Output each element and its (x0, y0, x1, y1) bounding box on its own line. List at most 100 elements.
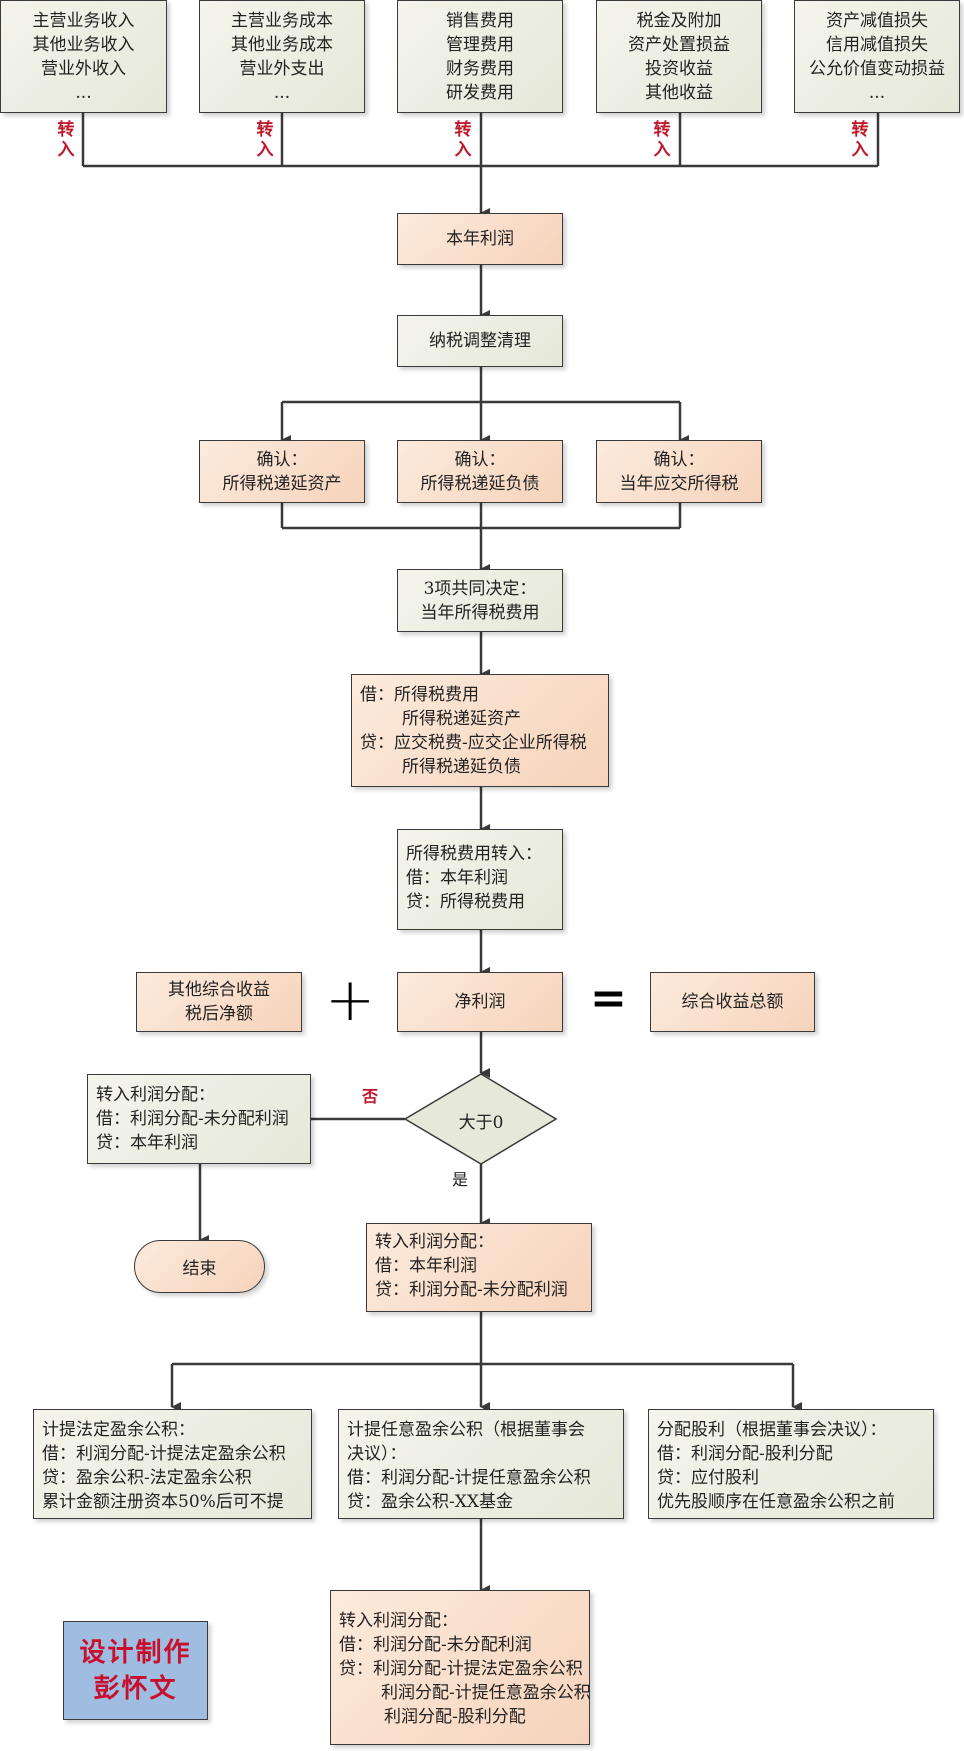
no-branch-label: 否 (362, 1087, 379, 1106)
entry-line: 贷：本年利润 (96, 1133, 198, 1153)
box-line: 营业外收入 (41, 58, 126, 79)
box-line: 当年所得税费用 (420, 602, 540, 623)
credit-line: 设计制作 (79, 1637, 192, 1668)
box-line: 确认： (454, 449, 506, 470)
label-char: 入 (454, 140, 472, 160)
label-char: 入 (256, 140, 274, 160)
entry-line: 所得税递延负债 (402, 757, 521, 777)
box-line: 主营业务收入 (32, 10, 135, 31)
label-char: 转 (653, 120, 671, 140)
profit-transfer-box: 转入利润分配： 借：本年利润 贷：利润分配-未分配利润 (366, 1223, 592, 1312)
box-line: 当年应交所得税 (619, 473, 739, 494)
entry-line: 计提任意盈余公积（根据董事会 (347, 1420, 585, 1440)
box-line: ... (273, 82, 291, 103)
box-line: 3项共同决定： (423, 578, 537, 599)
box-line: 主营业务成本 (231, 10, 333, 31)
end-terminal: 结束 (134, 1240, 265, 1293)
entry-line: 贷：利润分配-计提法定盈余公积 (339, 1659, 583, 1679)
box-line: 其他业务收入 (32, 34, 135, 55)
box-line: 营业外支出 (239, 58, 325, 79)
label-char: 转 (57, 120, 75, 140)
box-line: 所得税递延负债 (420, 473, 540, 494)
current-year-profit-box: 本年利润 (397, 213, 563, 265)
entry-line: 借：本年利润 (375, 1256, 477, 1276)
total-comprehensive-income-box: 综合收益总额 (650, 972, 815, 1032)
box-line: 信用减值损失 (826, 34, 928, 55)
entry-line: 借：所得税费用 (360, 685, 479, 705)
confirm-deferred-tax-liability-box: 确认： 所得税递延负债 (397, 440, 563, 503)
statutory-surplus-reserve-box: 计提法定盈余公积： 借：利润分配-计提法定盈余公积 贷：盈余公积-法定盈余公积 … (33, 1409, 312, 1519)
loss-transfer-box: 转入利润分配： 借：利润分配-未分配利润 贷：本年利润 (87, 1074, 311, 1164)
box-line: 确认： (256, 449, 308, 470)
entry-line: 借：利润分配-未分配利润 (339, 1635, 532, 1655)
box-line: 其他业务成本 (231, 34, 333, 55)
entry-line: 借：利润分配-未分配利润 (96, 1109, 289, 1129)
label-char: 转 (454, 120, 472, 140)
final-transfer-box: 转入利润分配： 借：利润分配-未分配利润 贷：利润分配-计提法定盈余公积 利润分… (330, 1590, 591, 1745)
entry-line: 借：本年利润 (406, 868, 508, 888)
other-comprehensive-income-box: 其他综合收益 税后净额 (136, 972, 302, 1032)
tax-expense-decision-box: 3项共同决定： 当年所得税费用 (397, 569, 563, 632)
entry-line: 累计金额注册资本50%后可不提 (42, 1492, 284, 1512)
source-box-cost: 主营业务成本 其他业务成本 营业外支出 ... (199, 0, 365, 113)
entry-line: 分配股利（根据董事会决议）： (657, 1420, 887, 1440)
box-label: 综合收益总额 (681, 992, 784, 1012)
box-line: ... (75, 82, 92, 103)
transfer-label: 转 入 (453, 120, 473, 160)
entry-line: 利润分配-股利分配 (384, 1707, 526, 1727)
source-box-impairment: 资产减值损失 信用减值损失 公允价值变动损益 ... (794, 0, 960, 113)
box-line: 投资收益 (645, 58, 713, 79)
box-line: 其他综合收益 (168, 980, 270, 1000)
box-line: 税后净额 (185, 1004, 253, 1024)
entry-line: 借：利润分配-计提任意盈余公积 (347, 1468, 591, 1488)
label-char: 入 (653, 140, 671, 160)
box-line: 所得税递延资产 (222, 473, 342, 494)
source-box-revenue: 主营业务收入 其他业务收入 营业外收入 ... (0, 0, 167, 113)
entry-line: 贷：应付股利 (657, 1468, 759, 1488)
entry-line: 利润分配-计提任意盈余公积 (381, 1683, 591, 1703)
entry-line: 所得税费用转入： (406, 844, 542, 864)
transfer-label: 转 入 (652, 120, 672, 160)
box-line: 确认： (653, 449, 705, 470)
transfer-label: 转 入 (255, 120, 275, 160)
box-line: 资产处置损益 (628, 34, 730, 55)
source-box-taxes-gains: 税金及附加 资产处置损益 投资收益 其他收益 (596, 0, 762, 113)
net-profit-box: 净利润 (397, 972, 563, 1032)
box-line: 税金及附加 (636, 10, 722, 31)
box-label: 纳税调整清理 (429, 331, 531, 351)
tax-adjustment-box: 纳税调整清理 (397, 315, 563, 367)
box-label: 本年利润 (446, 229, 514, 249)
entry-line: 所得税递延资产 (402, 709, 521, 729)
box-line: 财务费用 (446, 58, 514, 79)
entry-line: 贷：盈余公积-XX基金 (347, 1492, 513, 1512)
label-char: 入 (57, 140, 75, 160)
entry-line: 借：利润分配-计提法定盈余公积 (42, 1444, 286, 1464)
entry-line: 转入利润分配： (339, 1611, 458, 1631)
terminal-label: 结束 (182, 1259, 217, 1279)
entry-line: 贷：利润分配-未分配利润 (375, 1280, 568, 1300)
tax-expense-transfer-box: 所得税费用转入： 借：本年利润 贷：所得税费用 (397, 829, 563, 930)
transfer-label: 转 入 (850, 120, 870, 160)
source-box-expenses: 销售费用 管理费用 财务费用 研发费用 (397, 0, 563, 113)
confirm-current-tax-payable-box: 确认： 当年应交所得税 (596, 440, 762, 503)
label-char: 转 (256, 120, 274, 140)
decision-diamond (403, 1073, 558, 1165)
entry-line: 计提法定盈余公积： (42, 1420, 195, 1440)
label-char: 转 (851, 120, 869, 140)
discretionary-surplus-reserve-box: 计提任意盈余公积（根据董事会 决议）： 借：利润分配-计提任意盈余公积 贷：盈余… (338, 1409, 624, 1519)
box-line: 其他收益 (645, 82, 713, 103)
box-line: 管理费用 (446, 34, 514, 55)
transfer-label: 转 入 (56, 120, 76, 160)
entry-line: 贷：盈余公积-法定盈余公积 (42, 1468, 252, 1488)
entry-line: 决议）： (347, 1444, 407, 1464)
entry-line: 贷：应交税费-应交企业所得税 (360, 733, 587, 753)
entry-line: 优先股顺序在任意盈余公积之前 (657, 1492, 895, 1512)
box-line: 资产减值损失 (826, 10, 928, 31)
plus-sign: + (325, 965, 376, 1035)
credit-line: 彭怀文 (93, 1673, 178, 1704)
equals-sign: = (590, 973, 627, 1024)
decision-label: 大于0 (458, 1113, 504, 1133)
tax-journal-entry-box: 借：所得税费用 所得税递延资产 贷：应交税费-应交企业所得税 所得税递延负债 (351, 674, 609, 787)
entry-line: 转入利润分配： (96, 1085, 215, 1105)
box-line: 公允价值变动损益 (809, 58, 945, 79)
